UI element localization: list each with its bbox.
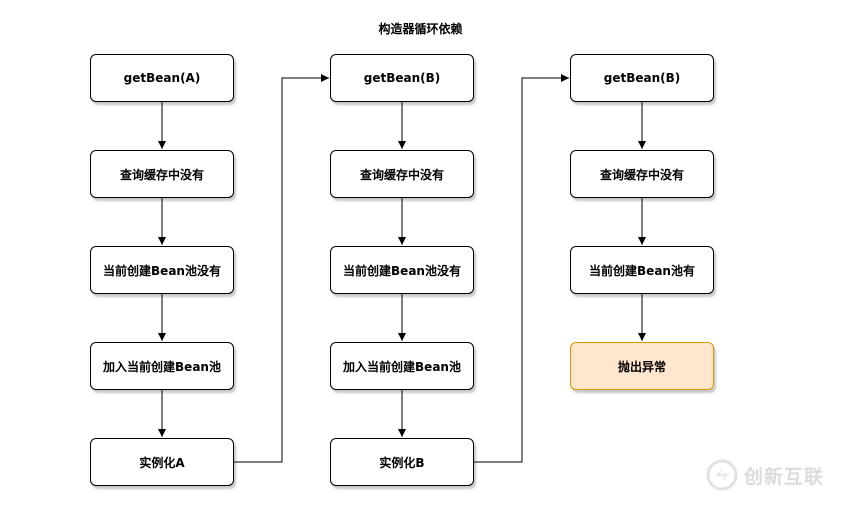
node-throw-exception: 抛出异常 xyxy=(570,342,714,390)
watermark: 创新互联 xyxy=(706,459,824,491)
node-getbean-b: getBean(B) xyxy=(330,54,474,102)
node-getbean-b-again: getBean(B) xyxy=(570,54,714,102)
node-add-pool-b: 加入当前创建Bean池 xyxy=(330,342,474,390)
node-instantiate-b: 实例化B xyxy=(330,438,474,486)
node-pool-missing-b: 当前创建Bean池没有 xyxy=(330,246,474,294)
node-instantiate-a: 实例化A xyxy=(90,438,234,486)
node-pool-exists-b: 当前创建Bean池有 xyxy=(570,246,714,294)
connector-col1-to-col2 xyxy=(234,74,329,463)
node-query-cache-a: 查询缓存中没有 xyxy=(90,150,234,198)
node-getbean-a: getBean(A) xyxy=(90,54,234,102)
node-add-pool-a: 加入当前创建Bean池 xyxy=(90,342,234,390)
brand-logo-icon xyxy=(706,459,738,491)
node-query-cache-b: 查询缓存中没有 xyxy=(330,150,474,198)
node-query-cache-b-again: 查询缓存中没有 xyxy=(570,150,714,198)
connector-col2-to-col3 xyxy=(474,74,569,463)
node-pool-missing-a: 当前创建Bean池没有 xyxy=(90,246,234,294)
diagram-title: 构造器循环依赖 xyxy=(378,22,463,36)
watermark-text: 创新互联 xyxy=(744,465,825,488)
